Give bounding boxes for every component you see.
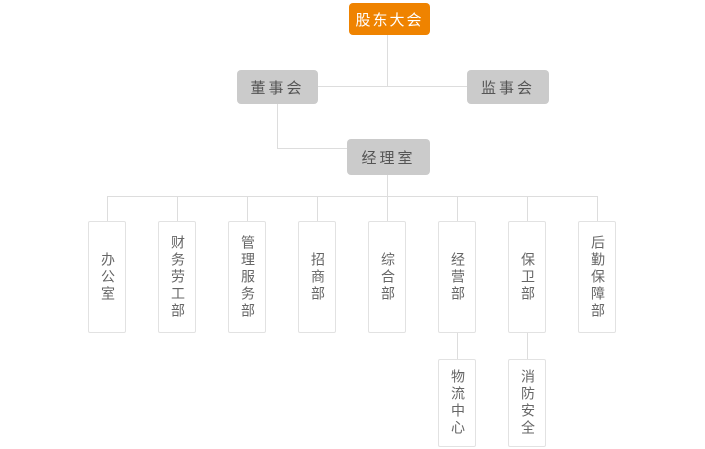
connector-level2-horizontal <box>318 86 467 87</box>
node-dept-security-label: 保卫部 <box>519 251 535 303</box>
node-subunit-fire-safety-label: 消防安全 <box>519 369 535 437</box>
node-shareholders-meeting-label: 股东大会 <box>355 10 424 29</box>
connector-security-to-fire-safety <box>527 333 528 359</box>
connector-stub-investment <box>317 196 318 221</box>
connector-operations-to-logistics-center <box>457 333 458 359</box>
connector-board-down <box>277 104 278 148</box>
connector-stub-office <box>107 196 108 221</box>
node-dept-finance-labor: 财务劳工部 <box>158 221 196 333</box>
node-dept-investment-promotion-label: 招商部 <box>309 251 325 303</box>
node-shareholders-meeting: 股东大会 <box>349 3 430 35</box>
node-board-of-directors: 董事会 <box>237 70 318 104</box>
connector-stub-operations <box>457 196 458 221</box>
node-subunit-fire-safety: 消防安全 <box>508 359 546 447</box>
connector-stub-security <box>527 196 528 221</box>
node-subunit-logistics-center-label: 物流中心 <box>449 369 465 437</box>
node-board-of-directors-label: 董事会 <box>250 78 305 97</box>
node-dept-office: 办公室 <box>88 221 126 333</box>
node-subunit-logistics-center: 物流中心 <box>438 359 476 447</box>
node-supervisory-board: 监事会 <box>467 70 549 104</box>
connector-main-horizontal <box>107 196 598 197</box>
node-dept-office-label: 办公室 <box>99 251 115 303</box>
connector-manager-down <box>387 175 388 196</box>
node-manager-office: 经理室 <box>347 139 430 175</box>
node-dept-security: 保卫部 <box>508 221 546 333</box>
node-dept-finance-labor-label: 财务劳工部 <box>169 234 185 320</box>
connector-board-to-manager <box>277 148 347 149</box>
node-dept-management-service-label: 管理服务部 <box>239 234 255 320</box>
node-dept-operations: 经营部 <box>438 221 476 333</box>
connector-stub-logistics-support <box>597 196 598 221</box>
connector-root-down <box>387 35 388 86</box>
node-supervisory-board-label: 监事会 <box>480 78 535 97</box>
node-dept-general-affairs-label: 综合部 <box>379 251 395 303</box>
node-dept-management-service: 管理服务部 <box>228 221 266 333</box>
node-manager-office-label: 经理室 <box>361 148 416 167</box>
connector-stub-general-affairs <box>387 196 388 221</box>
node-dept-operations-label: 经营部 <box>449 251 465 303</box>
node-dept-logistics-support-label: 后勤保障部 <box>589 234 605 320</box>
connector-stub-finance-labor <box>177 196 178 221</box>
node-dept-logistics-support: 后勤保障部 <box>578 221 616 333</box>
node-dept-investment-promotion: 招商部 <box>298 221 336 333</box>
connector-stub-management-service <box>247 196 248 221</box>
node-dept-general-affairs: 综合部 <box>368 221 406 333</box>
